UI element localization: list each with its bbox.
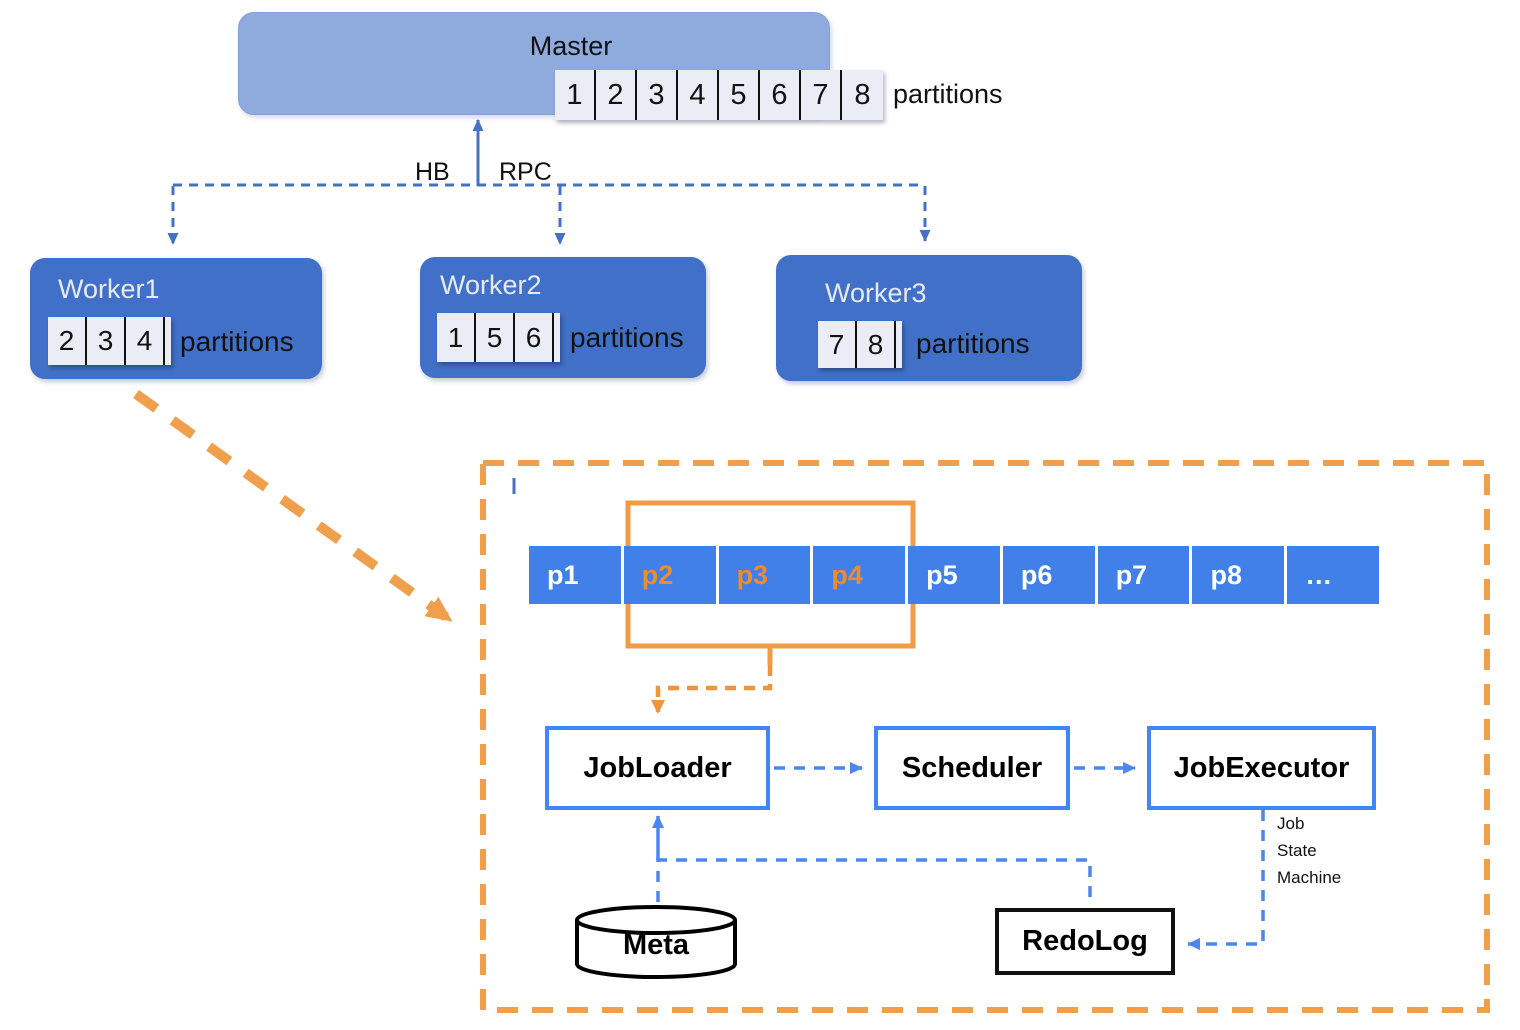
partition-p6: p6 xyxy=(1002,546,1095,604)
jobloader-box: JobLoader xyxy=(545,726,770,810)
jsm-line-1: Job xyxy=(1277,814,1305,833)
partition-cell: 6 xyxy=(760,70,801,120)
worker1-partition-strip: 2 3 4 xyxy=(48,317,171,365)
partition-cell: 7 xyxy=(818,321,857,368)
worker1-title: Worker1 xyxy=(58,274,160,304)
master-node: Master 1 2 3 4 5 6 7 8 partitions xyxy=(238,12,1003,120)
jsm-line-3: Machine xyxy=(1277,868,1342,887)
worker2-title: Worker2 xyxy=(440,270,542,300)
partition-cell: 4 xyxy=(126,317,165,365)
master-partitions-label: partitions xyxy=(893,79,1003,109)
partition-cell: 8 xyxy=(854,78,871,111)
partition-cell: 2 xyxy=(48,317,87,365)
partition-cell: 5 xyxy=(476,313,515,362)
job-state-machine-label: Job State Machine xyxy=(1277,810,1341,891)
partition-cell: 3 xyxy=(637,70,678,120)
worker3-partitions-label: partitions xyxy=(916,328,1030,359)
master-title: Master xyxy=(529,31,613,61)
rpc-label: RPC xyxy=(499,158,552,186)
partition-p4: p4 xyxy=(813,546,906,604)
master-partition-strip: 1 2 3 4 5 6 7 8 xyxy=(555,70,883,120)
partition-ellipsis: … xyxy=(1287,546,1380,604)
partition-cell: 5 xyxy=(719,70,760,120)
partition-p2: p2 xyxy=(623,546,716,604)
worker3-node: Worker3 7 8 partitions xyxy=(776,255,1082,381)
partition-cell: 7 xyxy=(801,70,842,120)
partitions-to-jobloader-arrow xyxy=(651,665,773,714)
worker1-zoom-arrow xyxy=(133,389,453,622)
detail-partition-strip: p1 p2 p3 p4 p5 p6 p7 p8 … xyxy=(529,546,1380,604)
partition-cell: 2 xyxy=(596,70,637,120)
redolog-box: RedoLog xyxy=(995,908,1175,975)
partition-cell: 1 xyxy=(437,313,476,362)
scheduler-box: Scheduler xyxy=(874,726,1070,810)
meta-cylinder xyxy=(575,905,737,979)
worker2-node: Worker2 1 5 6 partitions xyxy=(420,257,706,378)
meta-label: Meta xyxy=(622,929,690,961)
partition-p5: p5 xyxy=(908,546,1000,604)
worker3-partition-strip: 7 8 xyxy=(818,321,902,368)
scheduler-label: Scheduler xyxy=(901,751,1043,784)
worker2-partition-strip: 1 5 6 xyxy=(437,313,560,362)
jsm-line-2: State xyxy=(1277,841,1317,860)
partition-p1: p1 xyxy=(529,546,621,604)
partition-cell: 3 xyxy=(87,317,126,365)
partition-p3: p3 xyxy=(718,546,811,604)
partition-cell: 1 xyxy=(555,70,596,120)
worker1-node: Worker1 2 3 4 partitions xyxy=(30,258,322,379)
jobexecutor-to-redolog-arrow xyxy=(1187,810,1265,950)
partition-p7: p7 xyxy=(1097,546,1190,604)
partition-cell: 6 xyxy=(515,313,554,362)
worker3-title: Worker3 xyxy=(825,278,927,308)
worker2-partitions-label: partitions xyxy=(570,322,684,353)
detail-panel-border xyxy=(480,460,1490,1013)
partition-cell: 8 xyxy=(857,321,896,368)
partition-p8: p8 xyxy=(1192,546,1285,604)
hb-label: HB xyxy=(415,158,450,186)
redolog-label: RedoLog xyxy=(1022,925,1148,957)
meta-redolog-bus xyxy=(656,858,1092,905)
worker1-partitions-label: partitions xyxy=(180,326,294,357)
jobloader-label: JobLoader xyxy=(583,751,732,784)
jobexecutor-box: JobExecutor xyxy=(1147,726,1376,810)
jobexecutor-label: JobExecutor xyxy=(1173,751,1350,784)
partition-cell: 4 xyxy=(678,70,719,120)
